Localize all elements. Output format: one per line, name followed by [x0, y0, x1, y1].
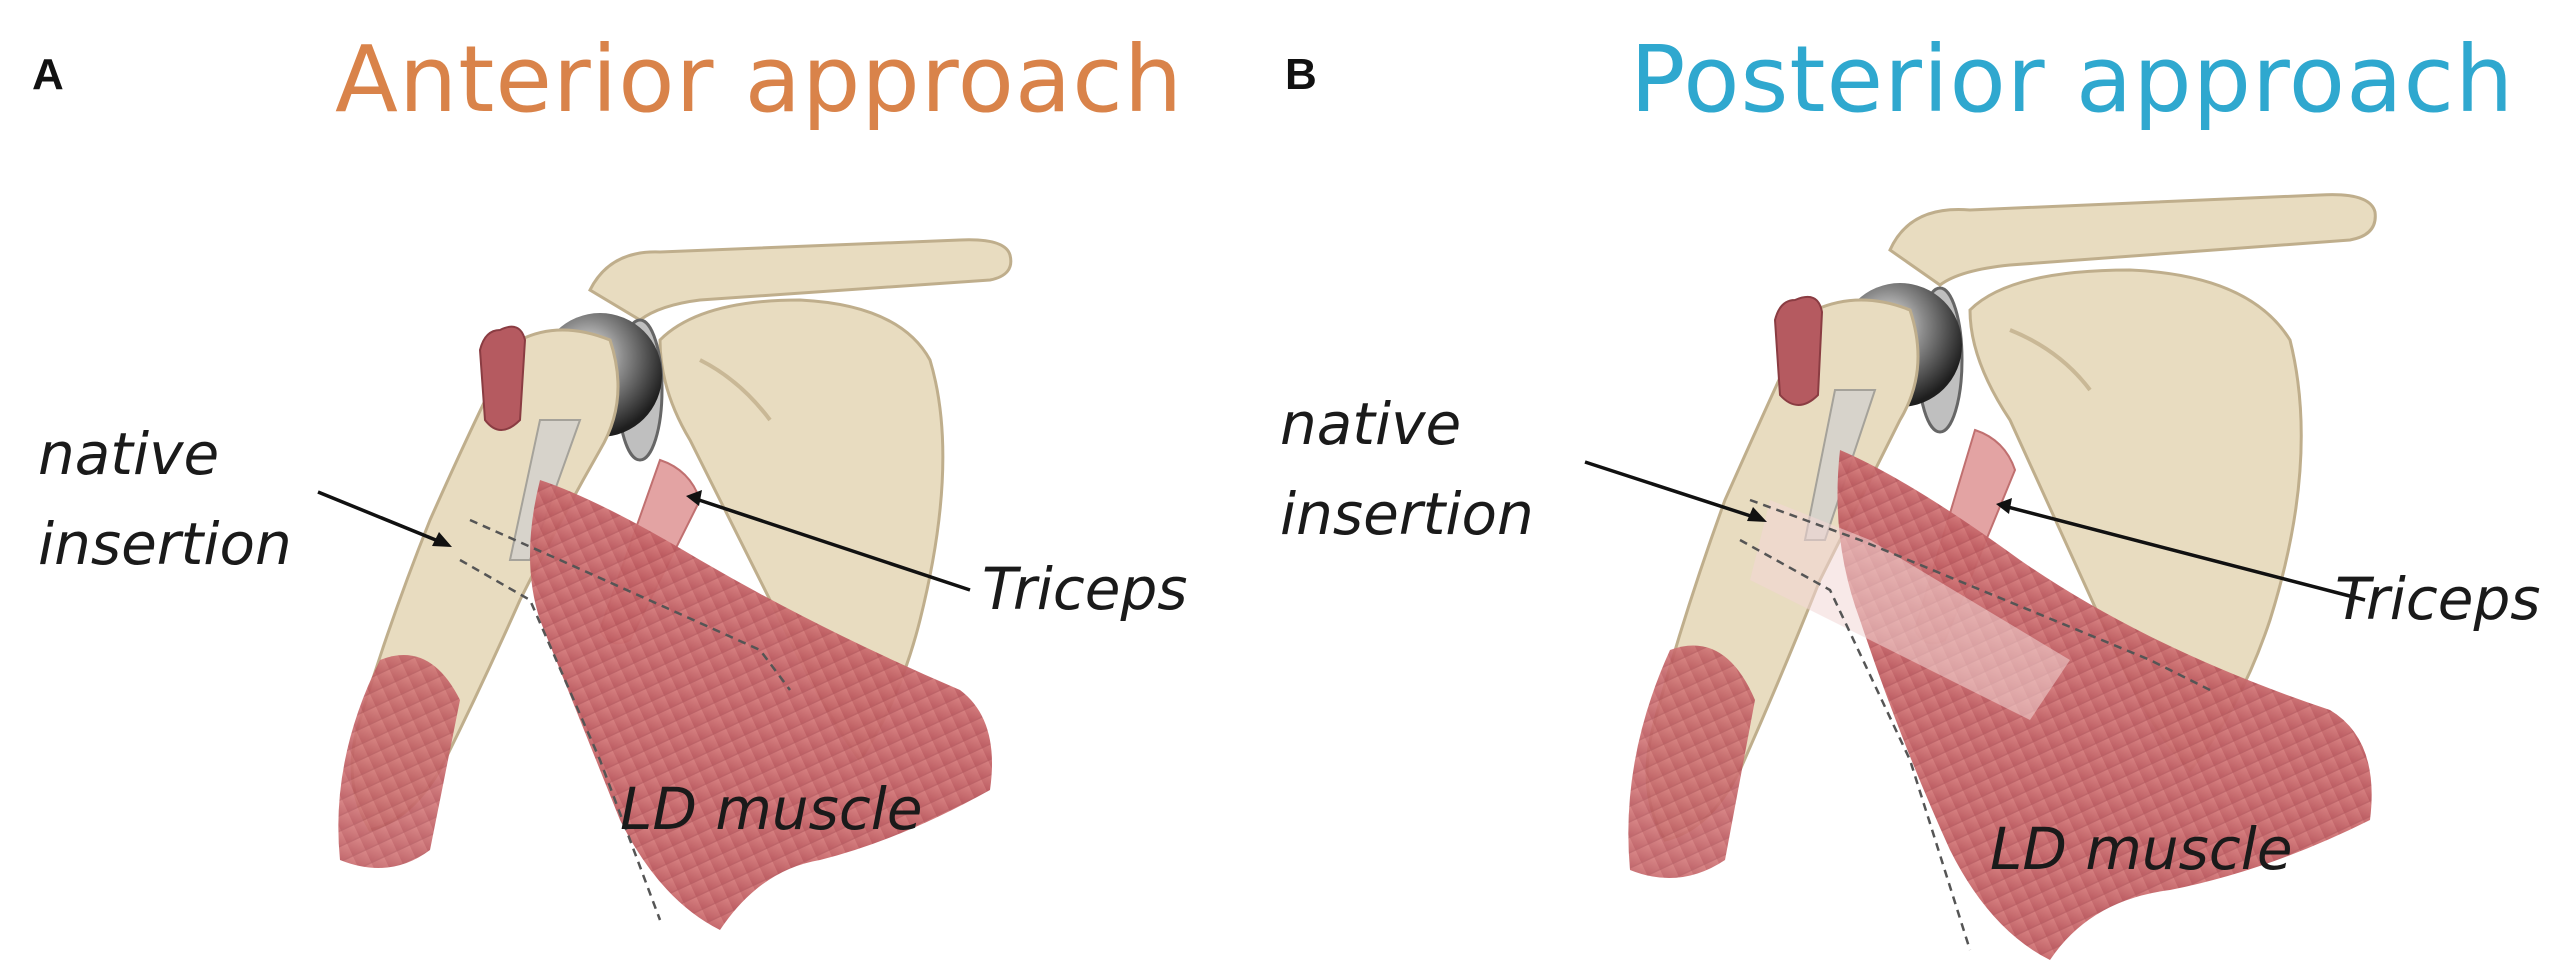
- label-insertion-a: insertion: [38, 515, 292, 573]
- native-insertion-arrow: [318, 492, 448, 545]
- panel-anterior-approach: A Anterior approach: [0, 0, 1260, 970]
- arm-muscle: [1628, 646, 1755, 878]
- label-ld-muscle-a: LD muscle: [620, 780, 923, 838]
- label-insertion-b: insertion: [1280, 485, 1534, 543]
- panel-posterior-approach: B Posterior approach: [1270, 0, 2561, 970]
- label-native-a: native: [38, 425, 219, 483]
- label-ld-muscle-b: LD muscle: [1990, 820, 2293, 878]
- arm-muscle: [338, 655, 460, 868]
- label-triceps-a: Triceps: [982, 560, 1188, 618]
- label-triceps-b: Triceps: [2335, 570, 2541, 628]
- label-native-b: native: [1280, 395, 1461, 453]
- deltoid-stump: [480, 327, 525, 430]
- deltoid-stump: [1775, 297, 1822, 405]
